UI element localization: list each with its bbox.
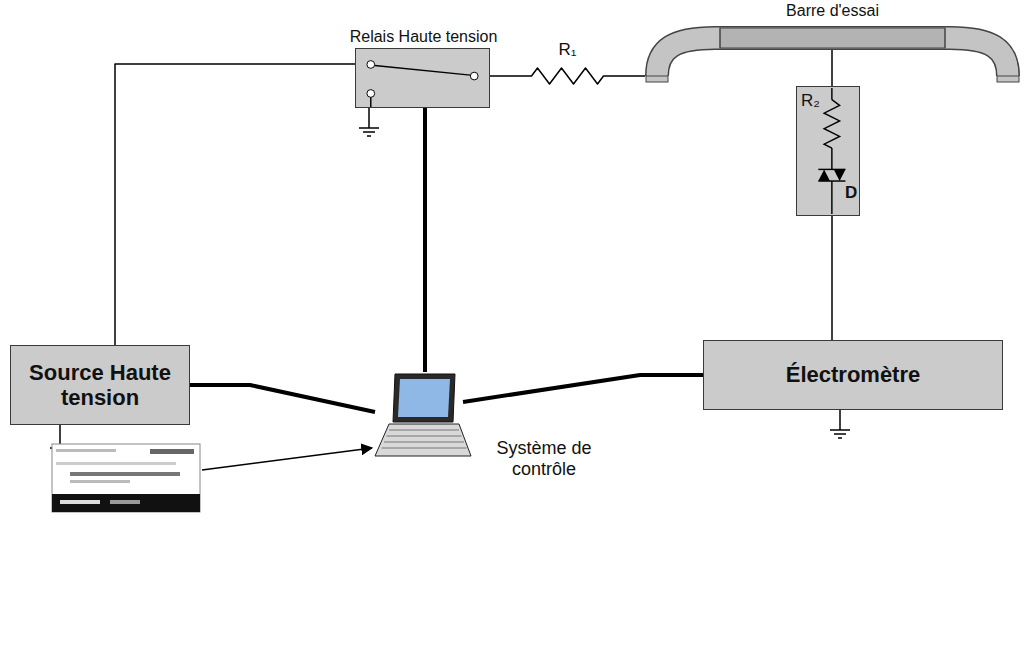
hv-wire xyxy=(490,68,645,84)
bar-label: Barre d'essai xyxy=(705,2,960,20)
control-cable xyxy=(463,375,703,402)
pointer-arrow xyxy=(202,448,372,470)
electrometer-label: Électromètre xyxy=(704,362,1002,387)
electrometer-box: Électromètre xyxy=(703,340,1003,410)
laptop: Système de contrôle xyxy=(375,372,471,458)
ground-symbol xyxy=(359,108,379,136)
hv-wire xyxy=(115,64,355,345)
resistor-label: R₁ xyxy=(556,41,578,60)
test-bar: Barre d'essai xyxy=(645,26,1020,84)
hv-wire xyxy=(831,216,833,340)
hv-wire xyxy=(831,50,833,86)
hv-source-box: Source Haute tension xyxy=(10,345,190,425)
relay-label: Relais Haute tension xyxy=(346,28,501,46)
software-screenshot xyxy=(52,444,200,512)
relay-box-drawing xyxy=(356,49,489,107)
resistor-name: R₂ xyxy=(801,91,820,111)
control-cable xyxy=(423,108,427,372)
resistor-diode-box: R₂ D xyxy=(796,86,860,216)
diode-name: D xyxy=(845,183,857,203)
laptop-drawing xyxy=(375,372,471,458)
test-bar-drawing xyxy=(645,26,1020,84)
ground-symbol xyxy=(830,410,850,438)
relay-box: Relais Haute tension xyxy=(355,48,490,108)
control-label: Système de contrôle xyxy=(479,438,609,479)
source-label: Source Haute tension xyxy=(11,360,189,411)
control-cable xyxy=(190,385,375,412)
